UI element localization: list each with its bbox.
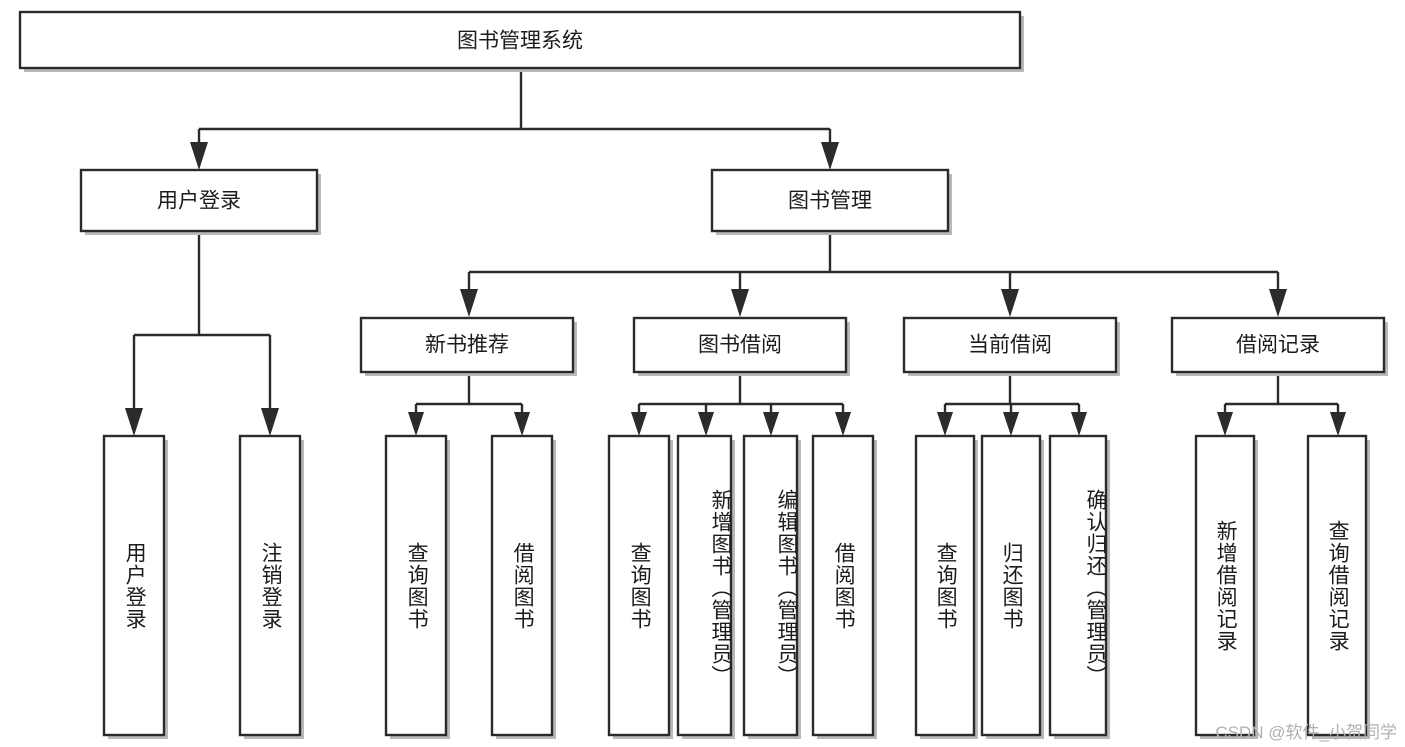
leaf-node-edit-book[interactable] bbox=[742, 434, 801, 739]
connectors-new-book-rec-leaves bbox=[408, 375, 530, 436]
arrow-leaf-query-record bbox=[1330, 412, 1346, 436]
connectors-book-manage-level2 bbox=[460, 233, 1287, 317]
arrow-new-book-rec bbox=[460, 289, 478, 317]
leaf-node-logout[interactable] bbox=[238, 434, 304, 739]
arrow-leaf-query-book-2 bbox=[631, 412, 647, 436]
borrow-record-label: 借阅记录 bbox=[1236, 334, 1320, 357]
connectors-current-borrow-leaves bbox=[937, 375, 1087, 436]
leaf-return-book-box[interactable] bbox=[980, 434, 1042, 737]
book-borrow-box[interactable] bbox=[632, 316, 848, 374]
leaf-borrow-book-1-box[interactable] bbox=[490, 434, 554, 737]
node-book-borrow[interactable]: 图书借阅 bbox=[632, 316, 850, 376]
connectors-book-borrow-leaves bbox=[631, 375, 851, 436]
arrow-leaf-borrow-book-1 bbox=[514, 412, 530, 436]
book-manage-box[interactable] bbox=[710, 168, 950, 233]
leaf-node-borrow-book-2[interactable] bbox=[811, 434, 877, 739]
new-book-rec-label: 新书推荐 bbox=[425, 334, 509, 357]
leaf-add-record-box[interactable] bbox=[1194, 434, 1256, 737]
book-borrow-label: 图书借阅 bbox=[698, 334, 782, 357]
arrow-leaf-logout bbox=[261, 408, 279, 436]
connectors-root-level1 bbox=[190, 68, 839, 170]
leaf-node-user-login[interactable] bbox=[102, 434, 168, 739]
leaf-confirm-return-box[interactable] bbox=[1048, 434, 1108, 737]
root-box[interactable] bbox=[18, 10, 1022, 70]
arrow-leaf-add-record bbox=[1217, 412, 1233, 436]
leaf-query-book-1-box[interactable] bbox=[384, 434, 448, 737]
user-login-label: 用户登录 bbox=[157, 190, 241, 213]
new-book-rec-box[interactable] bbox=[359, 316, 575, 374]
user-login-box[interactable] bbox=[79, 168, 319, 233]
node-current-borrow[interactable]: 当前借阅 bbox=[902, 316, 1120, 376]
leaf-node-query-book-2[interactable] bbox=[607, 434, 673, 739]
arrow-leaf-query-book-3 bbox=[937, 412, 953, 436]
node-book-manage[interactable]: 图书管理 bbox=[710, 168, 952, 235]
connectors-user-login-leaves bbox=[125, 233, 279, 436]
leaf-query-record-box[interactable] bbox=[1306, 434, 1368, 737]
arrow-borrow-record bbox=[1269, 289, 1287, 317]
node-borrow-record[interactable]: 借阅记录 bbox=[1170, 316, 1388, 376]
root-label: 图书管理系统 bbox=[457, 30, 583, 53]
leaf-node-query-book-1[interactable] bbox=[384, 434, 450, 739]
leaf-node-borrow-book-1[interactable] bbox=[490, 434, 556, 739]
arrow-current-borrow bbox=[1001, 289, 1019, 317]
leaf-node-confirm-return[interactable] bbox=[1048, 434, 1110, 739]
book-manage-label: 图书管理 bbox=[788, 190, 872, 213]
arrow-book-manage bbox=[821, 142, 839, 170]
leaf-node-add-record[interactable] bbox=[1194, 434, 1258, 739]
connectors-borrow-record-leaves bbox=[1217, 375, 1346, 436]
leaf-node-add-book[interactable] bbox=[676, 434, 735, 739]
leaf-edit-book-box[interactable] bbox=[742, 434, 799, 737]
leaf-add-book-box[interactable] bbox=[676, 434, 733, 737]
arrow-leaf-borrow-book-2 bbox=[835, 412, 851, 436]
leaf-logout-box[interactable] bbox=[238, 434, 302, 737]
node-new-book-rec[interactable]: 新书推荐 bbox=[359, 316, 577, 376]
leaf-node-query-book-3[interactable] bbox=[914, 434, 978, 739]
arrow-book-borrow bbox=[731, 289, 749, 317]
current-borrow-box[interactable] bbox=[902, 316, 1118, 374]
current-borrow-label: 当前借阅 bbox=[968, 334, 1052, 357]
watermark-text: CSDN @软件_小贺同学 bbox=[1215, 723, 1397, 742]
node-user-login[interactable]: 用户登录 bbox=[79, 168, 321, 235]
node-root[interactable]: 图书管理系统 bbox=[18, 10, 1024, 72]
arrow-leaf-return-book bbox=[1003, 412, 1019, 436]
leaf-user-login-box[interactable] bbox=[102, 434, 166, 737]
arrow-leaf-query-book-1 bbox=[408, 412, 424, 436]
leaf-query-book-3-box[interactable] bbox=[914, 434, 976, 737]
borrow-record-box[interactable] bbox=[1170, 316, 1386, 374]
arrow-leaf-user-login bbox=[125, 408, 143, 436]
arrow-leaf-add-book bbox=[698, 412, 714, 436]
arrow-leaf-confirm-return bbox=[1071, 412, 1087, 436]
leaf-node-query-record[interactable] bbox=[1306, 434, 1370, 739]
leaf-node-return-book[interactable] bbox=[980, 434, 1044, 739]
arrow-leaf-edit-book bbox=[763, 412, 779, 436]
leaf-borrow-book-2-box[interactable] bbox=[811, 434, 875, 737]
arrow-user-login bbox=[190, 142, 208, 170]
leaf-query-book-2-box[interactable] bbox=[607, 434, 671, 737]
